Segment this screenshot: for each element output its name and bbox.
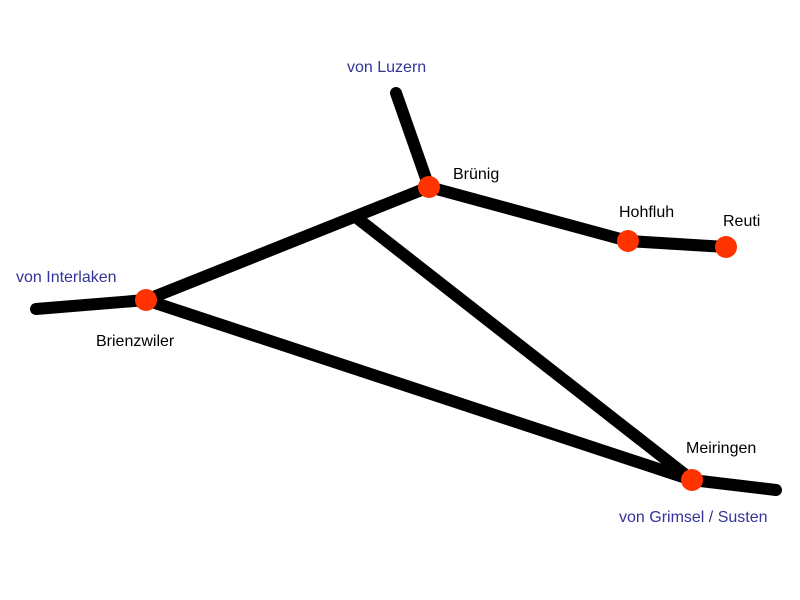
label-brienzwiler: Brienzwiler [96, 333, 175, 350]
road-interlaken-brienzwiler [30, 294, 152, 315]
road-bruenig-brienzwiler [140, 181, 435, 306]
label-reuti: Reuti [723, 213, 760, 230]
road-meiringen-grimsel [686, 474, 782, 496]
road-junction-meiringen [351, 212, 698, 486]
stop-reuti [715, 236, 737, 258]
label-meiringen: Meiringen [686, 440, 756, 457]
stop-hohfluh [617, 230, 639, 252]
label-from-luzern: von Luzern [347, 59, 426, 76]
label-hohfluh: Hohfluh [619, 204, 674, 221]
stop-bruenig [418, 176, 440, 198]
place-labels: Brünig Hohfluh Reuti Brienzwiler Meiring… [96, 166, 760, 457]
label-bruenig: Brünig [453, 166, 499, 183]
road-hohfluh-reuti [622, 235, 732, 253]
direction-labels: von Luzern von Interlaken von Grimsel / … [16, 59, 768, 526]
stop-brienzwiler [135, 289, 157, 311]
road-luzern-bruenig [390, 87, 435, 193]
road-network [30, 87, 782, 496]
road-brienzwiler-meiringen [140, 294, 698, 486]
stops [135, 176, 737, 491]
label-from-grimsel-susten: von Grimsel / Susten [619, 509, 768, 526]
road-bruenig-hohfluh [423, 181, 634, 247]
stop-meiringen [681, 469, 703, 491]
label-from-interlaken: von Interlaken [16, 269, 117, 286]
